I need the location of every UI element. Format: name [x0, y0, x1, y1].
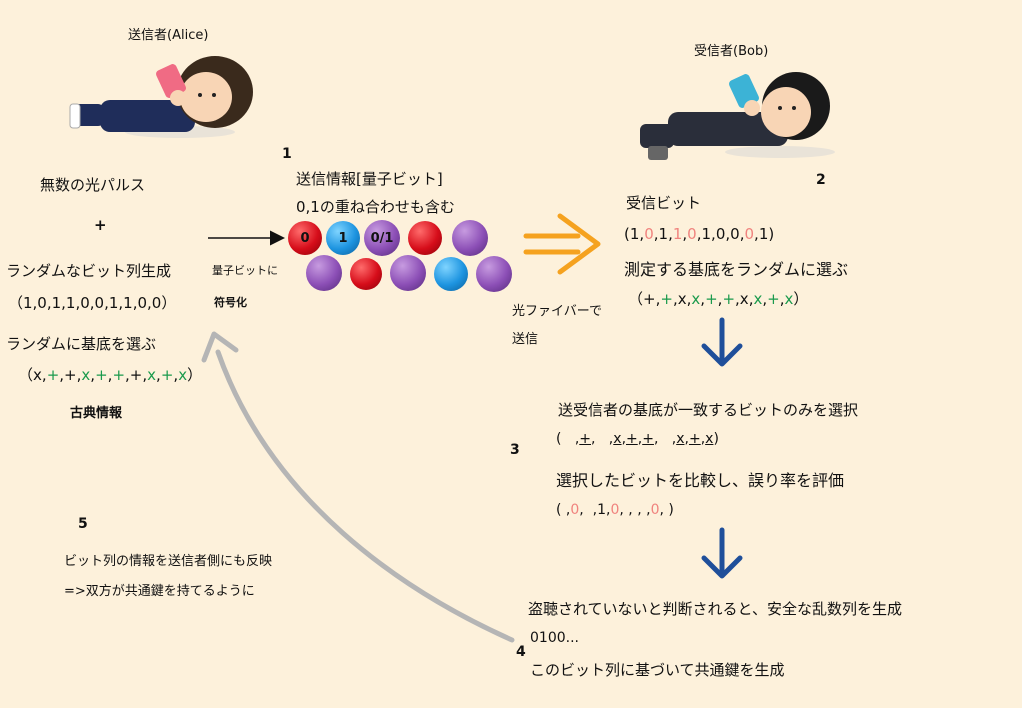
classical-info-label: 古典情報: [70, 406, 123, 421]
fiber-arrow: [523, 213, 601, 275]
step-4-line-3: このビット列に基づいて共通鍵を生成: [530, 661, 785, 679]
qubit-ball: [350, 258, 382, 290]
alice-bits: （1,0,1,1,0,0,1,1,0,0）: [8, 294, 177, 312]
qubit-ball: 0/1: [364, 220, 400, 256]
received-bits: (1,0,1,1,0,1,0,0,0,1): [624, 225, 775, 243]
step-3-title: 送受信者の基底が一致するビットのみを選択: [558, 401, 859, 419]
qubit-ball: 1: [326, 221, 360, 255]
qubit-ball: [408, 221, 442, 255]
step-2-basis-line: 測定する基底をランダムに選ぶ: [624, 260, 849, 279]
qubit-ball: [306, 255, 342, 291]
step-1-subtitle: 0,1の重ね合わせも含む: [296, 198, 455, 216]
step-3-compare-line: 選択したビットを比較し、誤り率を評価: [556, 471, 845, 490]
alice-illustration: [69, 56, 253, 138]
step-2-title: 受信ビット: [626, 194, 702, 212]
qubit-ball: [476, 256, 512, 292]
step-5-number: 5: [78, 516, 88, 532]
fiber-label: 光ファイバーで: [512, 304, 602, 319]
bob-label: 受信者(Bob): [694, 44, 769, 59]
encode-label: 量子ビットに: [212, 264, 278, 277]
step-4-line-2: 0100...: [530, 630, 579, 646]
bob-illustration: [640, 72, 835, 160]
fiber-label-2: 送信: [512, 332, 539, 347]
encode-label-2: 符号化: [214, 296, 247, 309]
step-1-number: 1: [282, 146, 292, 162]
down-arrow-2: [701, 527, 743, 579]
compared-bits: ( ,0, ,1,0, , , ,0, ): [556, 502, 674, 518]
step-4-line-1: 盗聴されていないと判断されると、安全な乱数列を生成: [528, 600, 902, 618]
qubit-ball: [434, 257, 468, 291]
alice-line-pulses: 無数の光パルス: [40, 176, 146, 194]
step-4-number: 4: [516, 644, 526, 660]
alice-line-random-bits: ランダムなビット列生成: [6, 262, 172, 280]
step-1-title: 送信情報[量子ビット]: [296, 170, 443, 188]
down-arrow-1: [701, 317, 743, 367]
alice-line-basis: ランダムに基底を選ぶ: [6, 335, 157, 353]
return-arrow: [201, 331, 515, 643]
alice-plus: +: [94, 216, 107, 234]
matched-bases: ( ,+, ,x,+,+, ,x,+,x): [556, 431, 719, 447]
step-5-line-1: ビット列の情報を送信者側にも反映: [64, 554, 273, 569]
qubit-ball: 0: [288, 221, 322, 255]
alice-label: 送信者(Alice): [128, 28, 209, 43]
bob-bases: （+,+,x,x,+,+,x,x,+,x）: [628, 290, 809, 308]
alice-bases: （x,+,+,x,+,+,+,x,+,x）: [18, 366, 203, 384]
step-5-line-2: =>双方が共通鍵を持てるように: [64, 584, 255, 599]
qubit-ball: [390, 255, 426, 291]
step-3-number: 3: [510, 442, 520, 458]
step-2-number: 2: [816, 172, 826, 188]
qubit-ball: [452, 220, 488, 256]
